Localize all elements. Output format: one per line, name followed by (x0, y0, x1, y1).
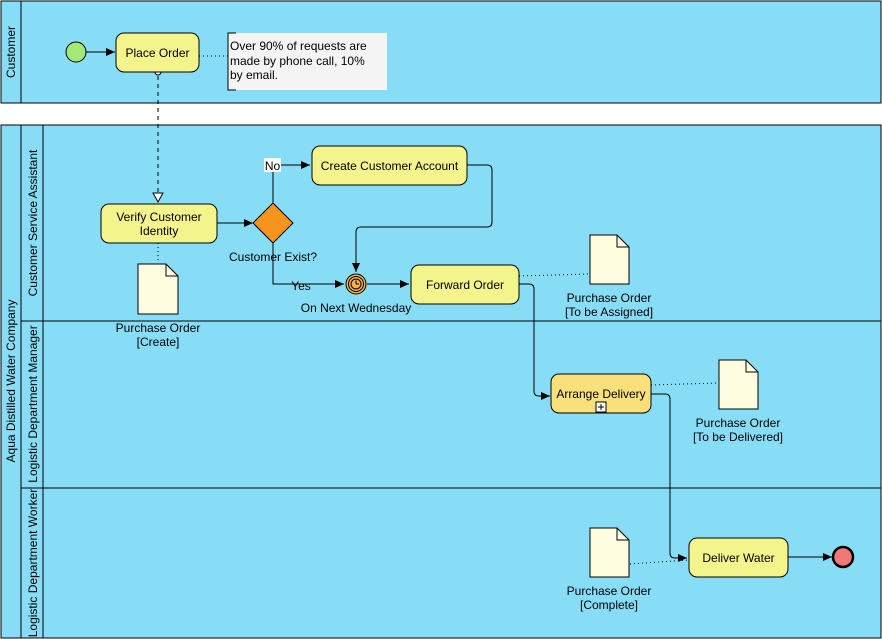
data-object-po-create[interactable]: Purchase Order [Create] (116, 263, 201, 349)
document-icon (718, 359, 759, 410)
start-event[interactable] (65, 41, 87, 63)
task-create-account-label: Create Customer Account (321, 159, 459, 173)
timer-label: On Next Wednesday (301, 301, 412, 315)
gateway-diamond (252, 202, 294, 244)
annotation-line-2: made by phone call, 10% (230, 54, 365, 68)
annotation-line-3: by email. (230, 68, 278, 82)
subprocess-arrange-delivery-label: Arrange Delivery (556, 387, 645, 401)
data-object-po-complete-name: Purchase Order (567, 584, 652, 598)
data-object-po-delivered-state: [To be Delivered] (693, 430, 783, 444)
task-deliver-water-label: Deliver Water (702, 551, 774, 565)
lane-label-logistic-department-worker: Logistic Department Worker (26, 489, 40, 638)
expand-subprocess-icon[interactable] (595, 401, 607, 413)
subprocess-arrange-delivery[interactable]: Arrange Delivery (550, 373, 652, 414)
task-place-order-label: Place Order (125, 46, 189, 60)
flow-yes (272, 243, 344, 288)
company-pool-label: Aqua Distilled Water Company (4, 300, 18, 463)
data-object-po-assigned-name: Purchase Order (567, 291, 652, 305)
task-verify-label-line2: Identity (140, 224, 179, 238)
association-po-complete (629, 559, 689, 565)
flow-forward-to-arrange (519, 283, 550, 400)
annotation-line-1: Over 90% of requests are (230, 39, 367, 53)
task-verify-customer-identity[interactable]: Verify Customer Identity (100, 203, 218, 244)
document-icon (137, 263, 179, 315)
flow-label-no: No (265, 159, 281, 173)
task-verify-label-line1: Verify Customer (116, 210, 201, 224)
text-annotation[interactable]: Over 90% of requests are made by phone c… (227, 32, 387, 91)
data-object-po-delivered[interactable]: Purchase Order [To be Delivered] (693, 359, 783, 444)
timer-event[interactable] (345, 273, 367, 295)
data-object-po-assigned[interactable]: Purchase Order [To be Assigned] (565, 234, 653, 319)
data-object-po-create-name: Purchase Order (116, 321, 201, 335)
document-icon (589, 527, 630, 578)
end-event[interactable] (831, 545, 855, 569)
document-icon (589, 234, 630, 285)
flow-label-yes: Yes (291, 279, 311, 293)
task-deliver-water[interactable]: Deliver Water (688, 537, 789, 578)
flow-label-no-bg (264, 158, 281, 172)
task-place-order[interactable]: Place Order (115, 32, 200, 73)
flow-account-to-timer (352, 164, 493, 272)
data-object-po-complete-state: [Complete] (580, 598, 638, 612)
task-forward-order-label: Forward Order (426, 278, 504, 292)
lane-label-customer-service-assistant: Customer Service Assistant (26, 149, 40, 296)
data-object-po-create-state: [Create] (137, 335, 180, 349)
data-object-po-complete[interactable]: Purchase Order [Complete] (567, 527, 652, 612)
gateway-label: Customer Exist? (229, 250, 317, 264)
customer-pool-label: Customer (4, 26, 18, 78)
data-object-po-assigned-state: [To be Assigned] (565, 305, 653, 319)
flow-arrange-to-deliver (651, 393, 687, 562)
lane-label-logistic-department-manager: Logistic Department Manager (26, 325, 40, 482)
task-create-customer-account[interactable]: Create Customer Account (311, 145, 468, 186)
task-forward-order[interactable]: Forward Order (410, 264, 520, 305)
data-object-po-delivered-name: Purchase Order (696, 416, 781, 430)
gateway-customer-exist[interactable] (252, 202, 294, 244)
